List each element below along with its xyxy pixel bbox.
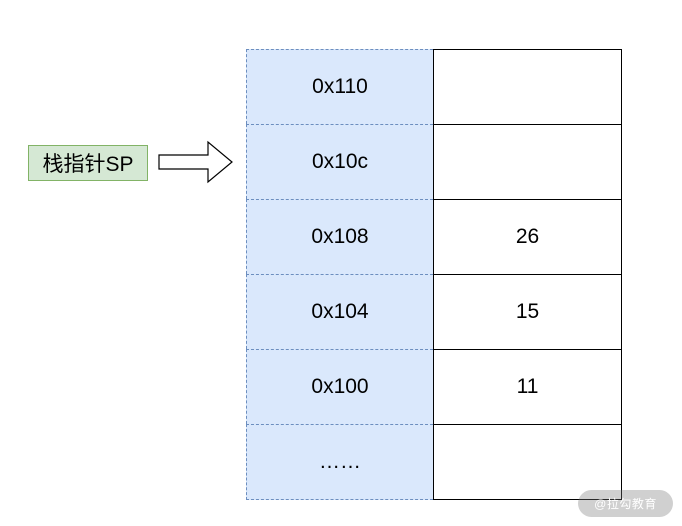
value-cell: 15 bbox=[433, 274, 622, 349]
stack-row: 0x100 11 bbox=[246, 349, 622, 424]
address-cell: 0x10c bbox=[246, 124, 433, 199]
stack-row: 0x108 26 bbox=[246, 199, 622, 274]
stack-pointer-label: 栈指针SP bbox=[28, 145, 148, 181]
value-cell: 26 bbox=[433, 199, 622, 274]
value-cell: 11 bbox=[433, 349, 622, 424]
address-cell: 0x108 bbox=[246, 199, 433, 274]
address-cell: 0x104 bbox=[246, 274, 433, 349]
value-cell bbox=[433, 424, 622, 500]
value-cell bbox=[433, 124, 622, 199]
address-cell: …… bbox=[246, 424, 433, 500]
address-cell: 0x110 bbox=[246, 49, 433, 124]
value-cell bbox=[433, 49, 622, 124]
address-cell: 0x100 bbox=[246, 349, 433, 424]
watermark: @拉勾教育 bbox=[578, 490, 673, 517]
stack-row: 0x104 15 bbox=[246, 274, 622, 349]
stack-row: 0x10c bbox=[246, 124, 622, 199]
pointer-arrow-icon bbox=[158, 140, 233, 184]
memory-stack: 0x110 0x10c 0x108 26 0x104 15 0x100 11 …… bbox=[246, 49, 622, 500]
stack-row: …… bbox=[246, 424, 622, 500]
stack-row: 0x110 bbox=[246, 49, 622, 124]
